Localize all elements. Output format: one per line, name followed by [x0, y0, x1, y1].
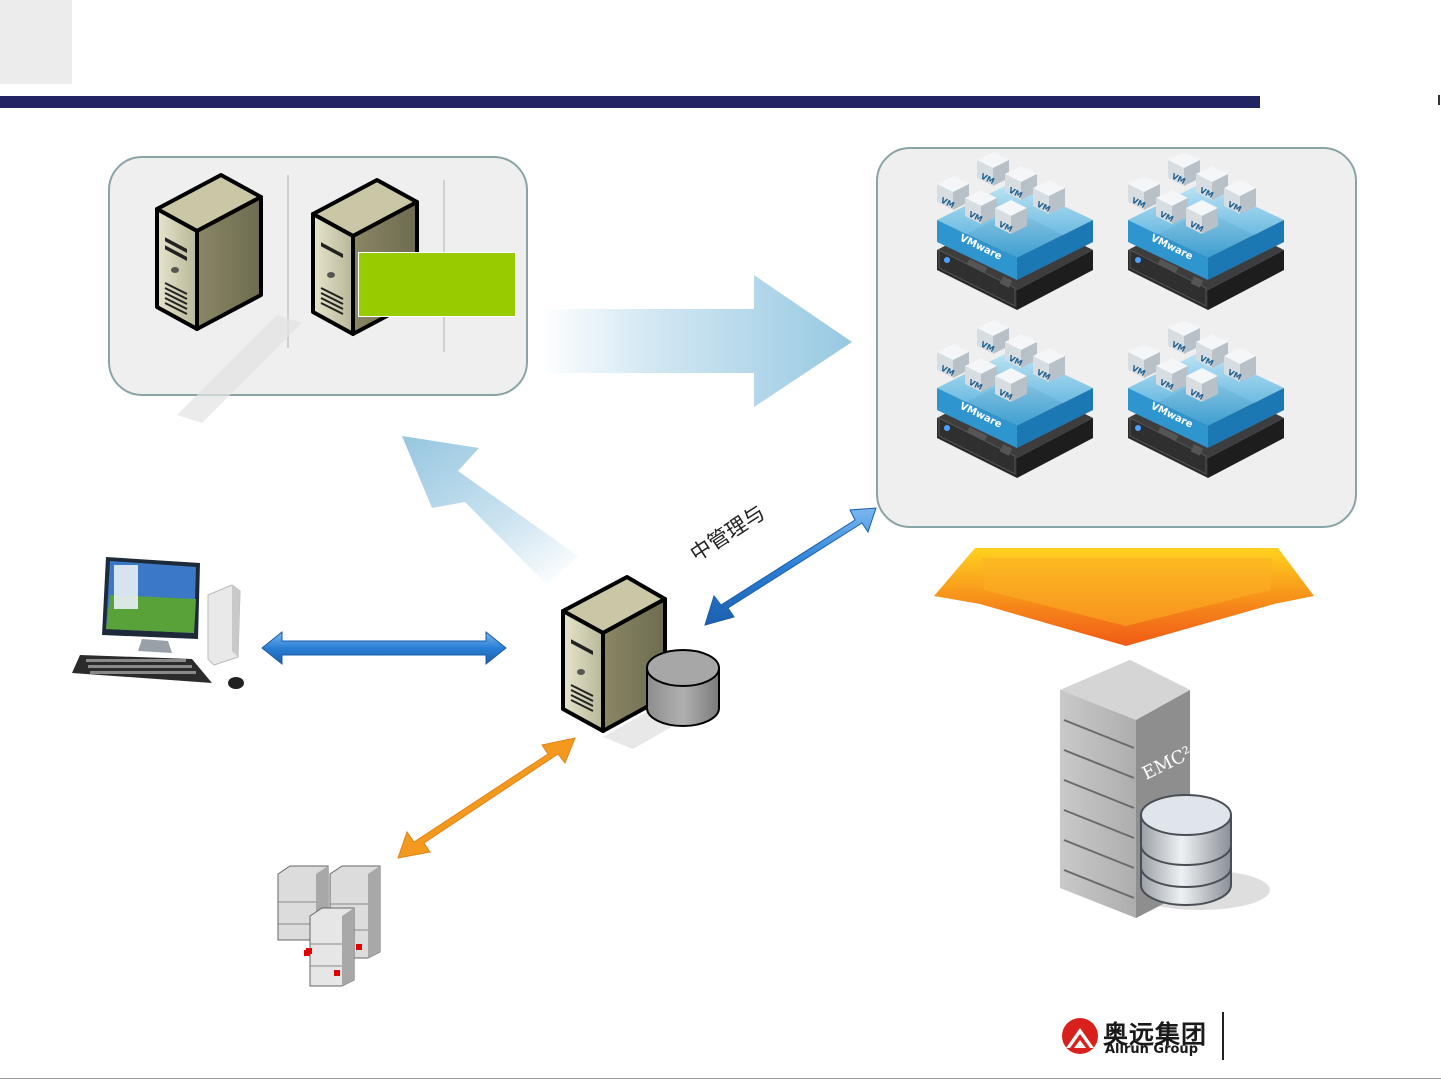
edge-mark — [1438, 95, 1440, 105]
logo-name-cn: 奥远集团 — [1103, 1020, 1208, 1049]
database-cylinder-icon — [646, 649, 720, 727]
logo-name-en: Allrun Group — [1105, 1042, 1198, 1057]
logo-divider — [1222, 1012, 1224, 1060]
title-bar — [0, 96, 1260, 108]
backend-link-arrow — [397, 737, 576, 859]
tower-server-icon — [155, 173, 302, 423]
vmware-host-icon — [936, 319, 1094, 479]
vmware-host-icon — [1127, 319, 1285, 479]
deploy-arrow-up-left — [402, 436, 578, 585]
vmware-host-icon — [1127, 151, 1285, 311]
vmware-host-icon — [936, 151, 1094, 311]
migration-arrow-right — [540, 275, 852, 407]
corner-block — [0, 0, 72, 84]
desktop-computer-icon — [72, 557, 244, 689]
server-cluster-icon — [277, 865, 381, 987]
footer-line — [0, 1078, 1441, 1079]
allrun-logo-icon — [1062, 1018, 1098, 1054]
database-icon — [1140, 794, 1232, 906]
management-link-arrow — [704, 507, 877, 626]
virtualized-cluster-panel — [876, 147, 1357, 528]
client-link-arrow — [261, 630, 507, 666]
green-label-box — [358, 252, 516, 317]
